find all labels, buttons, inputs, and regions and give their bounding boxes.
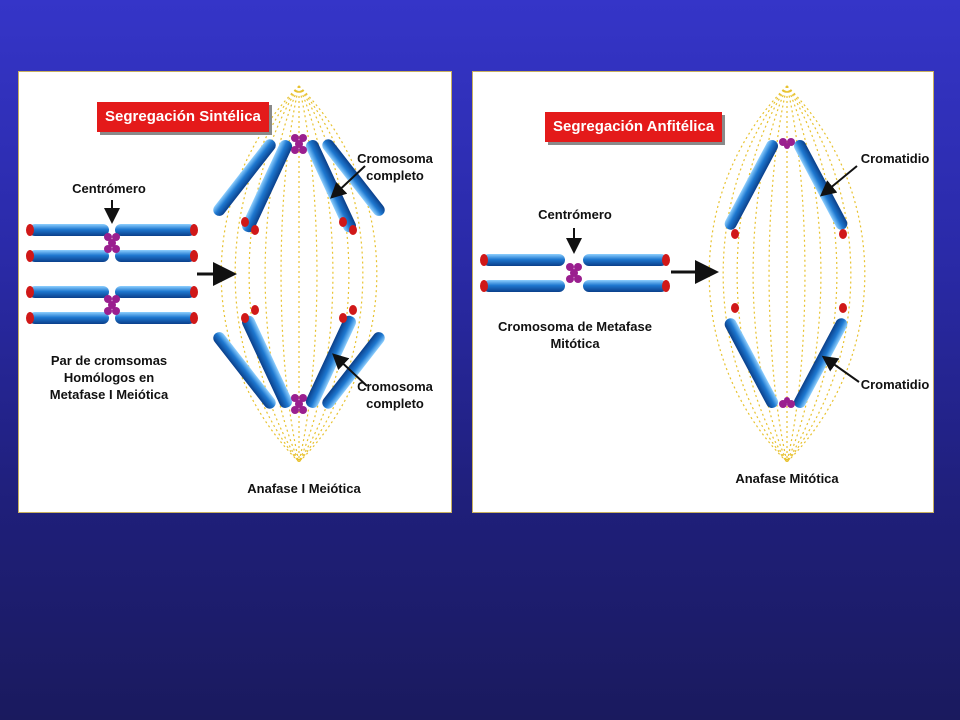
chromatid-label-top: Cromatidio [860,151,930,166]
spindle-fiber [234,85,300,463]
spindle-fibers [708,85,866,463]
spindle-fiber [298,85,350,463]
chromatid-label-bottom: Cromatidio [860,377,930,392]
stage-caption: Anafase I Meiótica [247,481,361,496]
panel-syntelic-segregation: Segregación Sintélica Centrómero Cromoso… [18,71,452,513]
amphitelic-title-badge: Segregación Anfitélica [545,112,723,142]
spindle-fiber [786,85,806,463]
spindle-fiber [786,85,838,463]
chromatid-top-pointer-arrow [819,165,858,197]
chromosome-label-bottom-line1: Cromosoma [357,379,433,394]
homologous-pair [26,224,198,324]
pair-caption-line1: Par de cromsomas [50,353,168,368]
pair-caption-line3: Metafase I Meiótica [49,387,169,402]
chromosome-lower [26,286,198,324]
metaphase-caption: Cromosoma de Metafase Mitótica [483,318,667,352]
spindle-fiber [736,85,788,463]
chromosome-label-top: Cromosoma completo [345,150,445,184]
metaphase-caption-line2: Mitótica [550,336,600,351]
stage-caption: Anafase Mitótica [735,471,839,486]
centromere-label: Centrómero [72,181,146,196]
chromosome-label-bottom: Cromosoma completo [345,378,445,412]
spindle-fiber [280,85,300,463]
metaphase-chromosome [480,254,670,292]
chromosome-upper [26,224,198,262]
spindle-fibers [220,85,378,463]
metaphase-caption-line1: Cromosoma de Metafase [498,319,652,334]
amphitelic-diagram [480,85,866,463]
spindle-fiber [248,85,300,463]
chromosome-label-top-line1: Cromosoma [357,151,433,166]
chromosome-top-pointer-arrow [330,165,366,199]
pair-caption-line2: Homólogos en [63,370,155,385]
anaphase-chromosome-bottom [213,305,385,414]
chromatid-bottom-pointer-arrow [821,355,860,383]
anaphase-chromatids-bottom [724,303,848,408]
centromere-label: Centrómero [538,207,612,222]
syntelic-diagram [26,85,385,463]
syntelic-title-badge: Segregación Sintélica [97,102,269,132]
chromosome-bottom-pointer-arrow [332,353,368,387]
spindle-fiber [298,85,318,463]
chromosome-label-top-line2: completo [366,168,424,183]
spindle-fiber [786,85,852,463]
spindle-fiber [722,85,788,463]
spindle-fiber [298,85,364,463]
panel-amphitelic-segregation: Segregación Anfitélica Centrómero Cromat… [472,71,934,513]
chromosome-label-bottom-line2: completo [366,396,424,411]
pair-caption: Par de cromsomas Homólogos en Metafase I… [29,352,189,403]
spindle-fiber [768,85,788,463]
